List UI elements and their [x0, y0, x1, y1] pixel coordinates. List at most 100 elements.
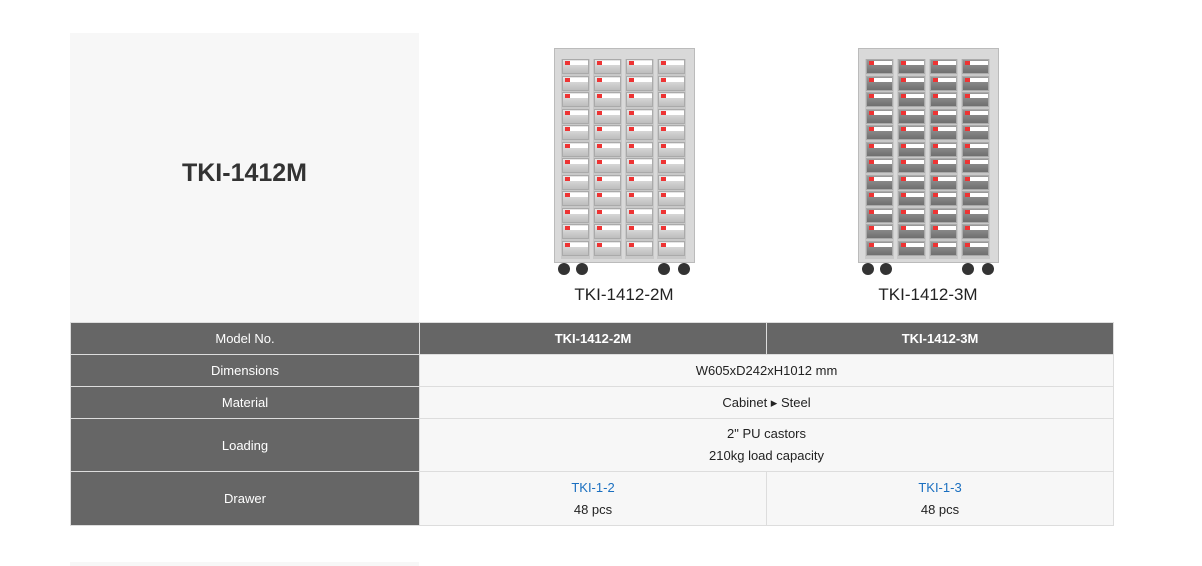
drawer-link[interactable]: TKI-1-3	[918, 479, 962, 495]
drawer	[561, 75, 589, 91]
drawer	[561, 158, 589, 173]
drawer	[657, 59, 685, 74]
caster-wheel	[677, 263, 690, 275]
cabinet-body	[857, 48, 999, 263]
drawer	[593, 240, 621, 256]
drawer-label	[900, 94, 924, 98]
drawer-label	[596, 226, 620, 230]
drawer	[657, 191, 685, 206]
drawer-label	[564, 176, 588, 181]
drawer	[961, 240, 989, 256]
drawer	[657, 125, 685, 140]
drawer-label	[660, 226, 684, 230]
drawer-label	[964, 209, 988, 214]
row-label: Dimensions	[70, 354, 420, 387]
drawer-label	[868, 77, 892, 82]
drawer-label	[900, 143, 924, 148]
row-label: Model No.	[70, 322, 420, 355]
drawer-label	[868, 242, 892, 247]
product-3m[interactable]: TKI-1412-3M	[828, 48, 1028, 305]
drawer-column	[624, 59, 654, 259]
drawer-label	[964, 176, 988, 181]
spec-table: Model No. TKI-1412-2M TKI-1412-3M Dimens…	[70, 322, 1114, 526]
drawer	[897, 207, 925, 223]
drawer	[865, 207, 893, 223]
product-caption: TKI-1412-3M	[878, 285, 978, 304]
drawer	[961, 59, 989, 74]
model-col-2: TKI-1412-3M	[766, 322, 1114, 355]
drawer	[961, 207, 989, 223]
drawer-label	[932, 143, 956, 148]
drawer-label	[596, 176, 620, 181]
drawer	[593, 75, 621, 91]
drawer	[625, 141, 653, 157]
drawer-label	[628, 209, 652, 214]
drawer-label	[596, 143, 620, 148]
drawer	[897, 141, 925, 157]
drawer-label	[660, 242, 684, 247]
drawer	[561, 224, 589, 239]
drawer	[593, 174, 621, 190]
drawer-label	[596, 110, 620, 115]
drawer	[929, 108, 957, 124]
drawer-label	[900, 242, 924, 247]
drawer	[657, 174, 685, 190]
cabinet-image-2m	[553, 48, 695, 275]
drawer-label	[596, 193, 620, 197]
drawer	[625, 191, 653, 206]
drawer-label	[660, 94, 684, 98]
drawer	[929, 125, 957, 140]
drawer	[593, 207, 621, 223]
drawer-label	[628, 127, 652, 131]
drawer	[865, 59, 893, 74]
drawer	[625, 240, 653, 256]
drawer-label	[868, 176, 892, 181]
next-section-edge	[70, 562, 419, 566]
drawer	[625, 158, 653, 173]
drawer-label	[660, 77, 684, 82]
row-label: Material	[70, 386, 420, 419]
drawer	[625, 59, 653, 74]
drawer-column	[560, 59, 590, 259]
drawer-label	[932, 61, 956, 65]
drawer-label	[596, 77, 620, 82]
drawer-label	[868, 61, 892, 65]
material-value: Cabinet ▸ Steel	[419, 386, 1114, 419]
drawer-label	[932, 209, 956, 214]
drawer-label	[660, 110, 684, 115]
drawer	[593, 158, 621, 173]
drawer-label	[932, 242, 956, 247]
drawer	[657, 108, 685, 124]
drawer	[561, 174, 589, 190]
drawer-label	[932, 94, 956, 98]
drawer-label	[868, 193, 892, 197]
drawer	[897, 224, 925, 239]
product-2m[interactable]: TKI-1412-2M	[524, 48, 724, 305]
drawer-label	[628, 110, 652, 115]
drawer-column	[928, 59, 958, 259]
drawer-label	[628, 193, 652, 197]
drawer-qty: 48 pcs	[920, 501, 960, 517]
drawer-label	[596, 242, 620, 247]
drawer	[897, 158, 925, 173]
drawer-label	[628, 61, 652, 65]
loading-value: 2" PU castors 210kg load capacity	[419, 418, 1114, 472]
drawer	[929, 92, 957, 107]
drawer	[561, 108, 589, 124]
caster-wheel	[981, 263, 994, 275]
drawer-link[interactable]: TKI-1-2	[571, 479, 615, 495]
drawer-label	[564, 110, 588, 115]
drawer-label	[660, 193, 684, 197]
drawer-label	[932, 176, 956, 181]
drawer-label	[900, 226, 924, 230]
drawer	[593, 92, 621, 107]
drawer-label	[932, 193, 956, 197]
drawer	[625, 92, 653, 107]
drawer	[865, 92, 893, 107]
drawer	[929, 59, 957, 74]
drawer	[561, 240, 589, 256]
drawer	[625, 125, 653, 140]
drawer	[897, 125, 925, 140]
drawer-label	[628, 94, 652, 98]
drawer-label	[964, 143, 988, 148]
